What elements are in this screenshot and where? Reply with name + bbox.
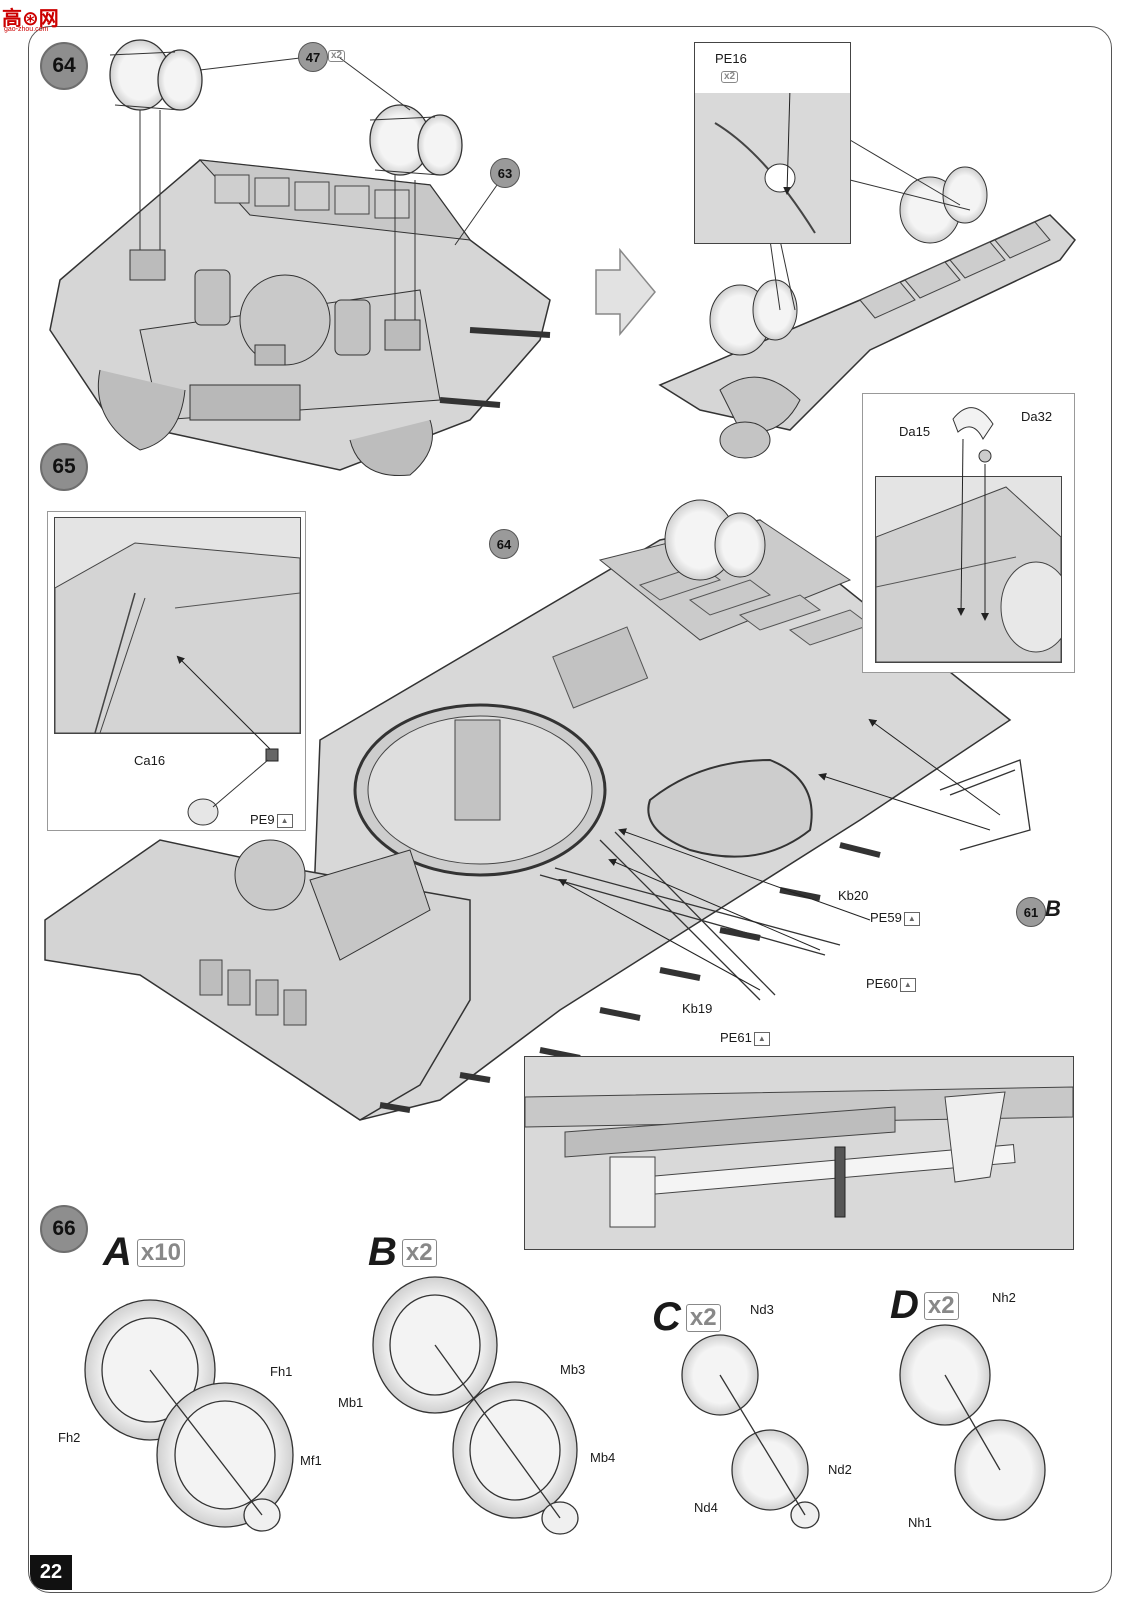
watermark-logo: 高⊛网 bbox=[2, 6, 59, 30]
ref-61-suffix: B bbox=[1045, 896, 1061, 921]
step64-pe16-inset: PE16 x2 bbox=[694, 42, 851, 244]
photo-etch-icon: ▲ bbox=[903, 911, 920, 926]
variant-b: B x2 bbox=[368, 1230, 437, 1275]
page-number: 22 bbox=[30, 1555, 72, 1590]
pe9-parts-drawing bbox=[176, 655, 279, 826]
variant-b-letter: B bbox=[368, 1230, 397, 1274]
pe16-qty: x2 bbox=[721, 71, 739, 83]
variant-d: D x2 bbox=[890, 1283, 959, 1328]
label-kb19: Kb19 bbox=[682, 1001, 713, 1016]
variant-a-letter: A bbox=[103, 1230, 132, 1274]
label-nh1: Nh1 bbox=[908, 1515, 932, 1530]
step65-pe9-inset: Ca16 PE9▲ bbox=[47, 511, 306, 831]
watermark-url: gao-zhou.com bbox=[4, 26, 49, 33]
step64-detail-drawing bbox=[658, 139, 1076, 459]
rod-inset-drawing bbox=[525, 1086, 1073, 1228]
step-66-badge: 66 bbox=[40, 1205, 88, 1253]
variant-c-letter: C bbox=[652, 1295, 681, 1339]
step-65-badge: 65 bbox=[40, 443, 88, 491]
step65-da-inset-view bbox=[875, 476, 1062, 663]
label-pe59: PE59 bbox=[870, 910, 902, 925]
label-mb4: Mb4 bbox=[590, 1450, 616, 1465]
variant-c-qty: x2 bbox=[685, 1303, 721, 1332]
step65-pe9-inset-view bbox=[54, 517, 301, 734]
variant-a: A x10 bbox=[103, 1230, 185, 1275]
ref-61-badge: 61 bbox=[1016, 897, 1046, 927]
pe9-inset-drawing bbox=[55, 542, 300, 733]
label-fh2: Fh2 bbox=[58, 1430, 81, 1445]
label-mb1: Mb1 bbox=[338, 1395, 364, 1410]
variant-d-letter: D bbox=[890, 1283, 919, 1327]
label-pe60: PE60 bbox=[866, 976, 898, 991]
da-parts-drawing bbox=[952, 407, 994, 621]
label-ca16: Ca16 bbox=[134, 753, 166, 768]
label-mf1: Mf1 bbox=[300, 1453, 322, 1468]
variant-c: C x2 bbox=[652, 1295, 721, 1340]
qty-47: x2 bbox=[328, 50, 346, 62]
label-pe61: PE61 bbox=[720, 1030, 752, 1045]
ref-47-badge: 47 bbox=[298, 42, 328, 72]
step-64-badge: 64 bbox=[40, 42, 88, 90]
step65-rod-inset bbox=[524, 1056, 1074, 1250]
variant-d-qty: x2 bbox=[923, 1291, 959, 1320]
photo-etch-icon: ▲ bbox=[276, 813, 293, 828]
label-nd3: Nd3 bbox=[750, 1302, 774, 1317]
step66-wheel-drawings bbox=[84, 1276, 1046, 1535]
step65-da-inset: Da15 Da32 bbox=[862, 393, 1075, 673]
label-pe9: PE9 bbox=[250, 812, 275, 827]
label-nd2: Nd2 bbox=[828, 1462, 852, 1477]
label-pe16: PE16 bbox=[715, 51, 747, 66]
label-da15: Da15 bbox=[899, 424, 931, 439]
step64-hull-drawing bbox=[49, 39, 551, 477]
label-fh1: Fh1 bbox=[270, 1364, 293, 1379]
page-frame bbox=[28, 26, 1112, 1593]
label-mb3: Mb3 bbox=[560, 1362, 586, 1377]
variant-b-qty: x2 bbox=[401, 1238, 437, 1267]
ref-63-badge: 63 bbox=[490, 158, 520, 188]
ref-64-badge: 64 bbox=[489, 529, 519, 559]
label-nd4: Nd4 bbox=[694, 1500, 718, 1515]
photo-etch-icon: ▲ bbox=[899, 977, 916, 992]
variant-a-qty: x10 bbox=[136, 1238, 185, 1267]
photo-etch-icon: ▲ bbox=[753, 1031, 770, 1046]
label-nh2: Nh2 bbox=[992, 1290, 1016, 1305]
da-inset-drawing bbox=[876, 486, 1061, 662]
next-view-arrow bbox=[595, 247, 656, 337]
label-kb20: Kb20 bbox=[838, 888, 869, 903]
inset-drawing bbox=[695, 43, 850, 243]
step65-hull-drawing bbox=[44, 499, 1031, 1121]
label-da32: Da32 bbox=[1021, 409, 1053, 424]
